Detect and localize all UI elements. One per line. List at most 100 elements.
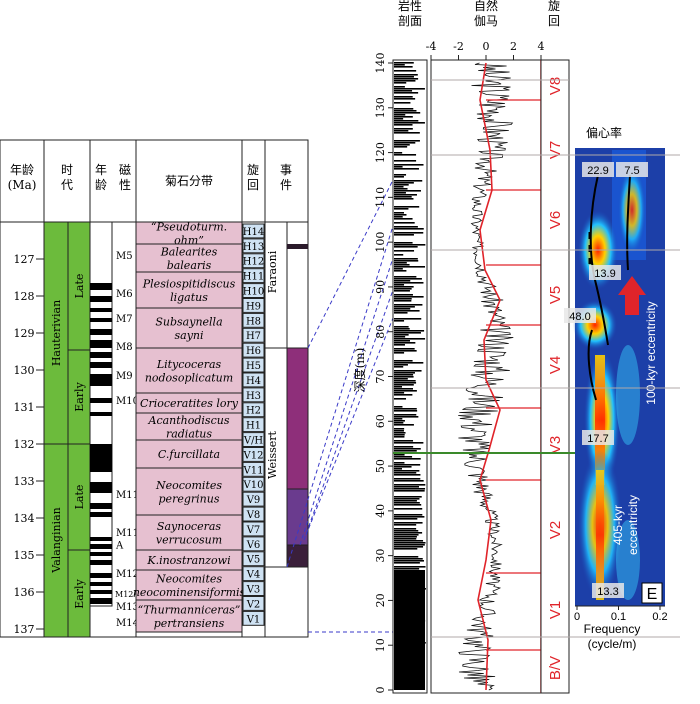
chron-label: M9 [116, 371, 133, 382]
cycle-box [242, 536, 265, 552]
cycle-box [242, 298, 265, 313]
polarity-block [90, 329, 112, 335]
age-tick-label: 133 [14, 475, 35, 488]
cycle-box [242, 596, 265, 611]
depth-tick-label: 100 [374, 232, 387, 253]
lithology-bed [394, 212, 404, 214]
chron-label: M12A [115, 590, 139, 599]
lithology-bed [394, 182, 414, 184]
lithology-bed [394, 140, 420, 142]
depth-tick-label: 40 [374, 504, 387, 518]
cycle-log-frame [540, 59, 570, 694]
lithology-bed [394, 300, 412, 302]
cycle-box-label: V1 [246, 614, 261, 625]
lithology-bed [394, 76, 414, 78]
magnetic-polarity-column [89, 221, 113, 607]
event-weissert: Weissert [266, 430, 279, 478]
polarity-block [90, 283, 112, 290]
lithology-bed [394, 190, 421, 192]
polarity-block [90, 560, 112, 565]
value-label-box [592, 583, 624, 598]
lithology-bed [394, 102, 411, 104]
cycle-box [242, 551, 265, 567]
cycle-box-label: H5 [246, 361, 261, 372]
polarity-block [90, 444, 112, 472]
depth-tick-label: 80 [374, 325, 387, 339]
log-cycle-label: V3 [547, 436, 564, 454]
depth-tick-label: 20 [374, 593, 387, 607]
polarity-block [90, 573, 112, 578]
lithology-bed [394, 326, 409, 328]
depth-tick-label: 60 [374, 414, 387, 428]
polarity-block [90, 374, 112, 386]
panel-badge-box [641, 582, 663, 604]
lithology-bed [394, 280, 411, 282]
lithology-bed [394, 472, 417, 474]
log-cycle-label: V7 [547, 141, 564, 159]
cycle-box-label: H13 [243, 242, 264, 253]
lithology-bed [394, 98, 416, 100]
lithology-bed [394, 294, 413, 296]
lithology-bed [394, 562, 420, 564]
substage-v-late: Late [73, 485, 86, 510]
stage-hauterivian: Hauterivian [50, 300, 63, 366]
depth-tick-label: 0 [374, 687, 387, 694]
header-lithology: 岩性剖面 [398, 0, 422, 28]
lithology-bed [394, 244, 426, 246]
lithology-bed [394, 436, 405, 438]
lithology-bed [394, 196, 412, 198]
lithology-bed [394, 480, 424, 482]
cycle-box-label: H9 [246, 301, 261, 312]
cycle-box-label: V7 [246, 525, 261, 536]
cycle-box-label: H6 [246, 346, 261, 357]
lithology-bed [394, 124, 413, 126]
lithology-bed [394, 450, 417, 452]
lithology-bed [394, 514, 423, 516]
lithology-bed [394, 372, 415, 374]
lithology-bed [394, 214, 407, 216]
lithology-bed [394, 376, 414, 378]
lithology-bed [394, 82, 407, 84]
polarity-block [90, 482, 112, 493]
lithology-bed [394, 466, 412, 468]
lithology-bed [394, 538, 417, 540]
lithology-bed [394, 390, 417, 392]
chron-label: M8 [116, 342, 133, 353]
lithology-bed [394, 208, 409, 210]
lithology-bed [394, 428, 405, 430]
cycle-box-label: H3 [246, 391, 261, 402]
lithology-bars [394, 62, 426, 690]
age-tick-label: 131 [14, 401, 35, 414]
ammonite-zone-name: Crioceratites lory [140, 397, 239, 410]
age-tick-label: 127 [14, 253, 35, 266]
lithology-bed [394, 218, 413, 220]
lithology-bed [394, 296, 424, 298]
log-cycle-label: V4 [547, 356, 564, 374]
cycle-box-label: V5 [246, 555, 261, 566]
lithology-bed [394, 464, 421, 466]
frequency-axis-label: Frequency(cycle/m) [584, 622, 641, 651]
lithology-bed [394, 496, 422, 498]
lithology-bed [394, 522, 423, 524]
lithology-bed [394, 74, 418, 76]
lithology-bed [394, 530, 419, 532]
polarity-block [90, 582, 112, 586]
lithology-bed [394, 536, 417, 538]
lithology-bed [394, 340, 411, 342]
lithology-bed [394, 304, 423, 306]
panel-badge: E [647, 586, 658, 603]
lithology-bed [394, 442, 424, 444]
frequency-tick-label: 0.2 [652, 611, 667, 623]
lithology-bed [394, 164, 424, 166]
lithology-bed [394, 548, 418, 550]
lithology-bed [394, 378, 408, 380]
lithology-bed [394, 286, 414, 288]
lithology-bed [394, 328, 410, 330]
cycle-box-label: V/H [243, 436, 264, 447]
lithology-bed [394, 276, 417, 278]
ammonite-zone [135, 467, 243, 516]
lithology-bed [394, 344, 405, 346]
